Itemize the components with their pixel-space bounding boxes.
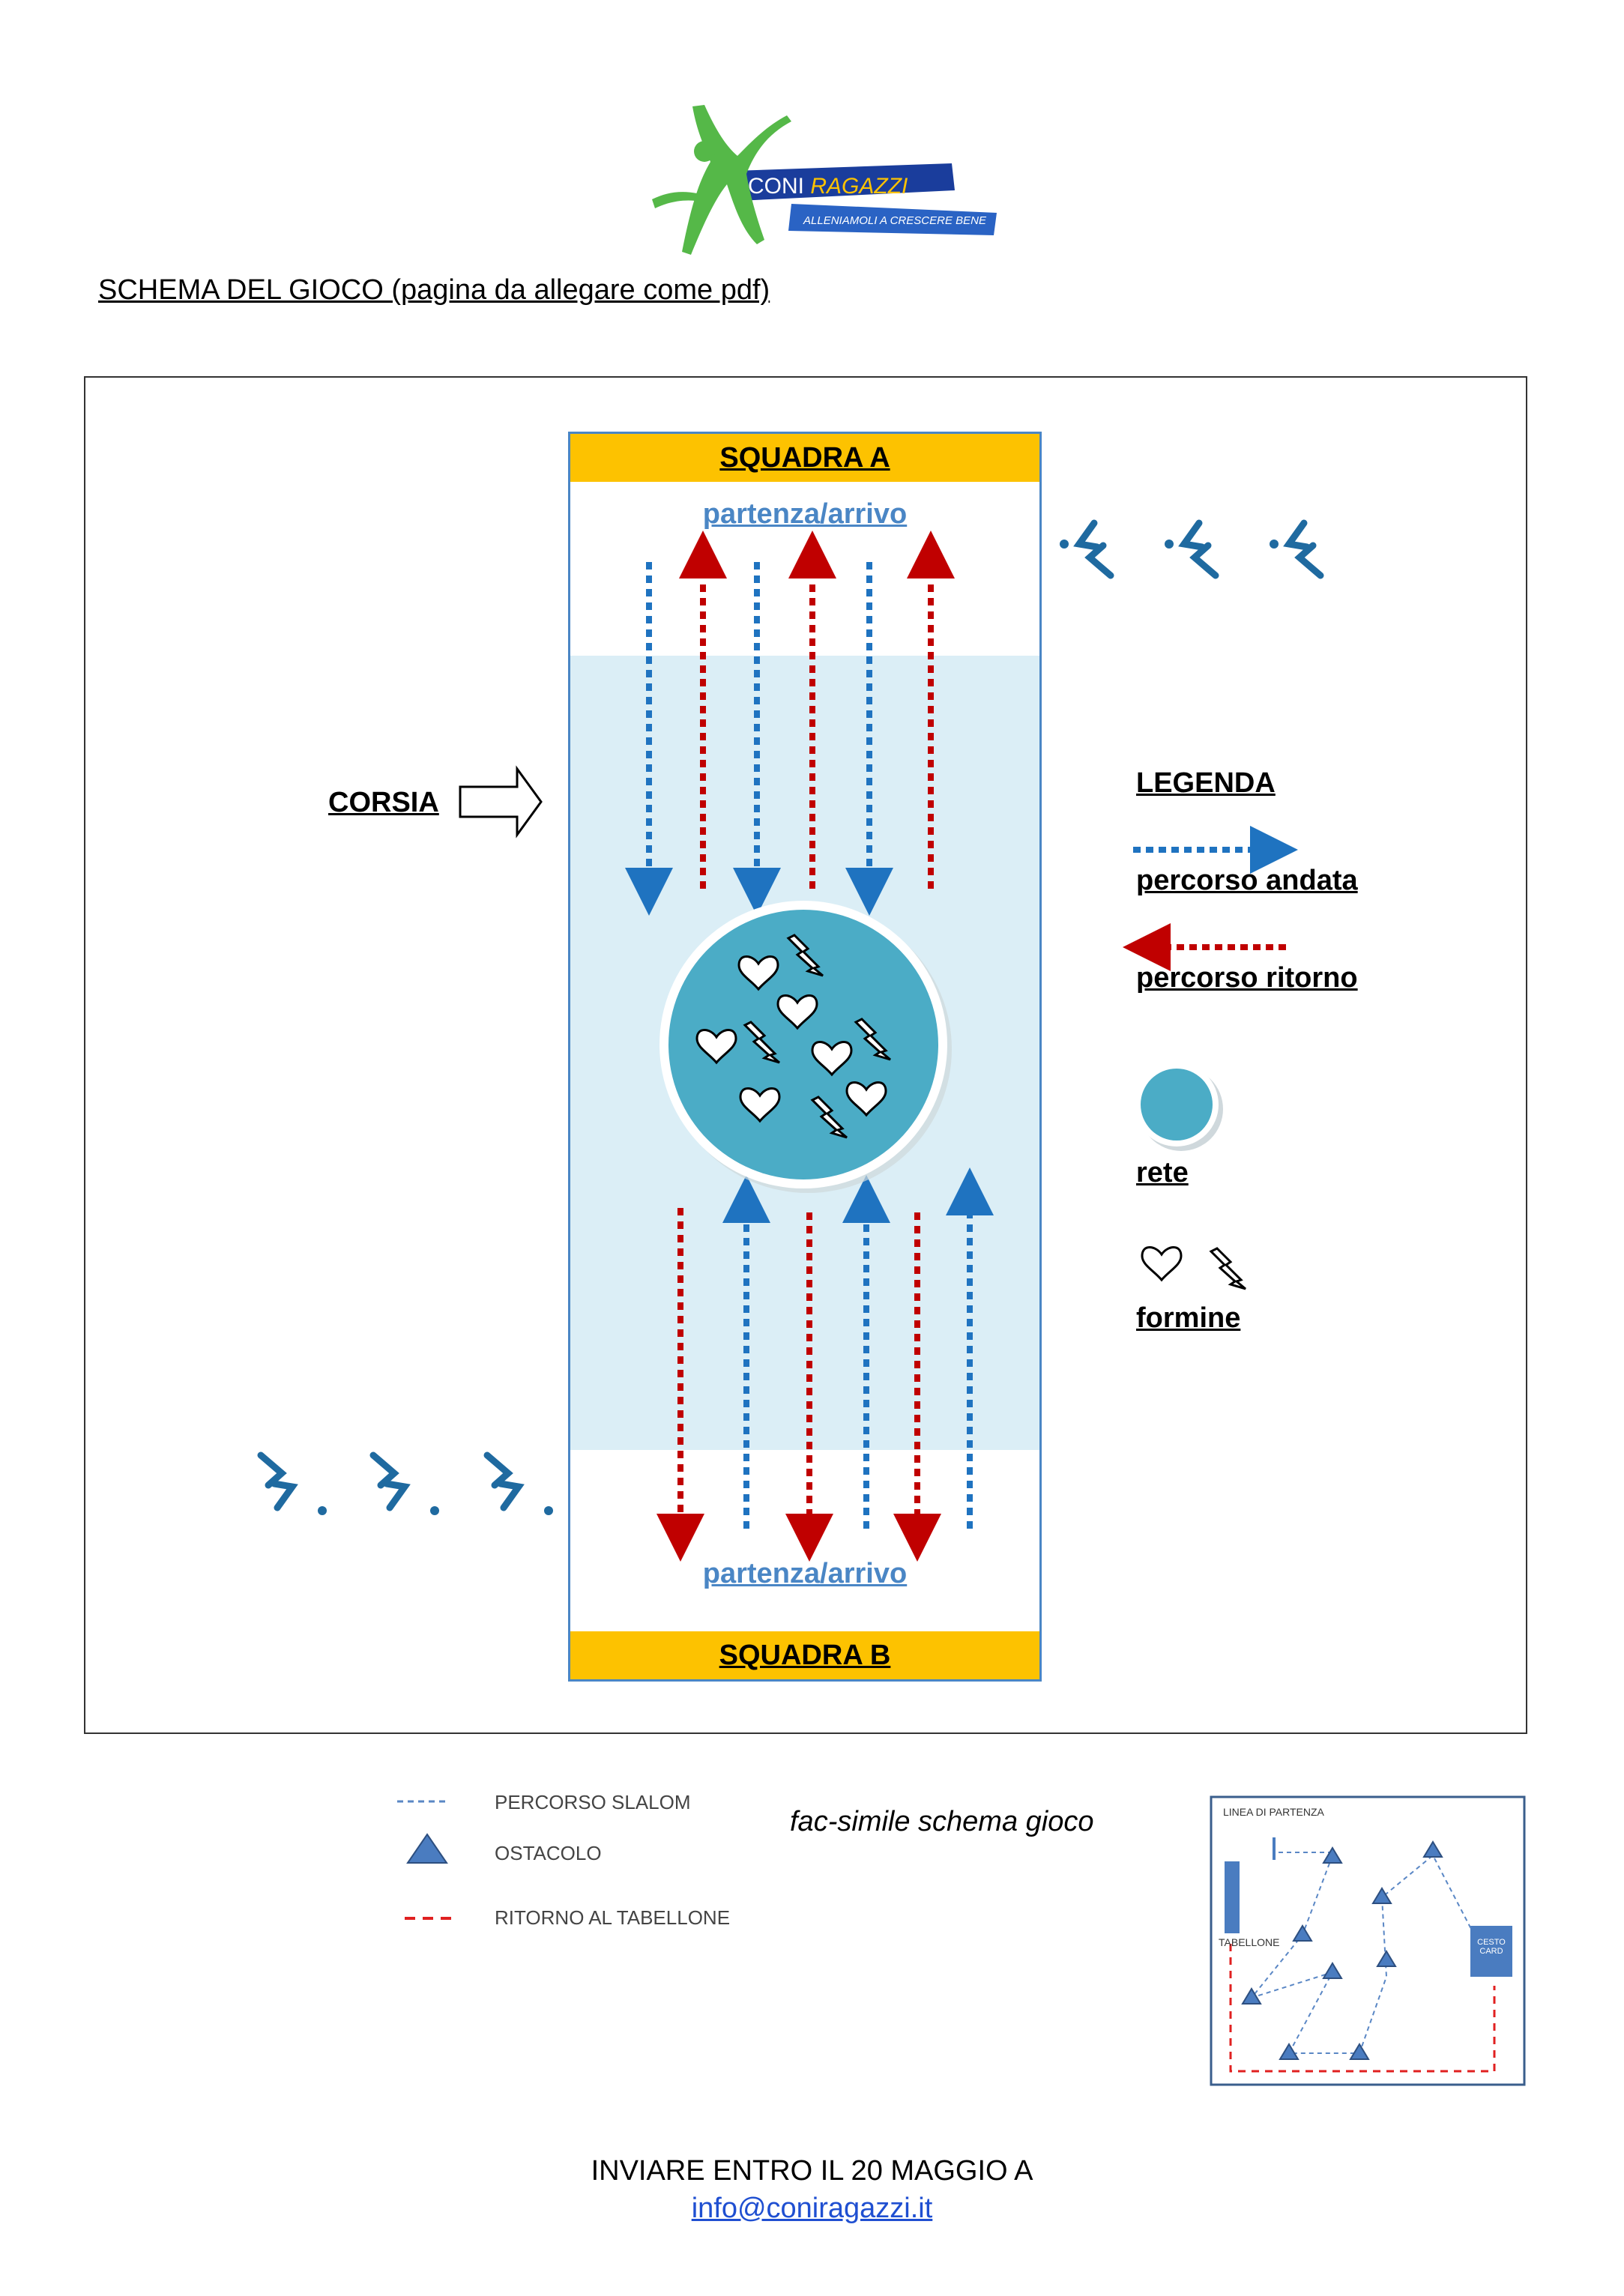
swimmers-top <box>1060 519 1324 579</box>
bottom-ritorno-arrows <box>656 1208 941 1562</box>
swimmer-icon <box>1060 519 1114 579</box>
triangle-icon <box>1422 1840 1443 1858</box>
start-label-bottom: partenza/arrivo <box>702 1558 908 1589</box>
slalom-legend-label: PERCORSO SLALOM <box>495 1791 691 1813</box>
bottom-andata-arrows <box>722 1167 994 1529</box>
team-b-bar: SQUADRA B <box>570 1631 1039 1679</box>
triangle-icon <box>1322 1846 1343 1864</box>
footer-deadline: INVIARE ENTRO IL 20 MAGGIO A <box>591 2155 1033 2187</box>
cesto-rect <box>1470 1926 1512 1977</box>
facsimile-caption: fac-simile schema gioco <box>790 1806 1094 1837</box>
triangle-icon <box>1241 1987 1262 2005</box>
swimmer-icon <box>1270 519 1324 579</box>
lightning-icon <box>1210 1247 1247 1290</box>
triangle-icon <box>1349 2043 1370 2060</box>
footer-email-row: info@coniragazzi.it <box>0 2193 1624 2225</box>
facsimile-tabellone-label: TABELLONE <box>1219 1936 1280 1948</box>
diagram-frame <box>84 376 1527 1734</box>
triangle-icon <box>1376 1950 1397 1967</box>
top-andata-arrows <box>625 562 893 916</box>
page-title: SCHEMA DEL GIOCO (pagina da allegare com… <box>98 274 770 306</box>
swimmer-icon <box>483 1451 553 1515</box>
swimmer-icon <box>1165 519 1219 579</box>
logo-brand: CONI RAGAZZI <box>748 174 908 199</box>
legend-title: LEGENDA <box>1136 767 1276 799</box>
start-label-top: partenza/arrivo <box>702 498 908 530</box>
triangle-icon <box>1322 1962 1343 1979</box>
legend-formine-label: formine <box>1136 1302 1241 1334</box>
jumping-girl-logo <box>652 105 997 255</box>
ritorno-tabellone-legend-label: RITORNO AL TABELLONE <box>495 1906 731 1929</box>
triangle-icon <box>1371 1887 1392 1904</box>
legend-andata-label: percorso andata <box>1136 865 1358 896</box>
outline-arrow-icon <box>459 765 543 839</box>
triangle-icon <box>406 1833 448 1864</box>
logo: CONI RAGAZZI ALLENIAMOLI A CRESCERE BENE <box>645 102 1004 267</box>
facsimile-linea-label: LINEA DI PARTENZA <box>1223 1806 1324 1818</box>
tabellone-rect <box>1225 1861 1240 1933</box>
legend-rete-label: rete <box>1136 1157 1189 1188</box>
legend-net-icon <box>1135 1063 1223 1151</box>
playing-field: SQUADRA A SQUADRA B partenza/arrivo part… <box>568 432 1042 1682</box>
ostacolo-legend-label: OSTACOLO <box>495 1842 602 1864</box>
email-link[interactable]: info@coniragazzi.it <box>691 2193 933 2224</box>
heart-icon <box>1141 1246 1183 1281</box>
net-circle <box>659 901 952 1193</box>
corsia-label: CORSIA <box>328 787 439 818</box>
legend-ritorno-label: percorso ritorno <box>1136 962 1358 994</box>
triangle-icon <box>1292 1924 1313 1942</box>
triangle-icon <box>1279 2043 1299 2060</box>
facsimile-cesto-label: CESTO CARD <box>1477 1938 1506 1956</box>
facsimile-diagram <box>1210 1795 1526 2086</box>
top-ritorno-arrows <box>679 531 955 889</box>
swimmer-icon <box>369 1451 439 1515</box>
logo-tagline: ALLENIAMOLI A CRESCERE BENE <box>803 214 986 227</box>
team-a-bar: SQUADRA A <box>570 434 1039 482</box>
swimmer-icon <box>257 1451 327 1515</box>
swimmers-bottom <box>257 1451 553 1515</box>
